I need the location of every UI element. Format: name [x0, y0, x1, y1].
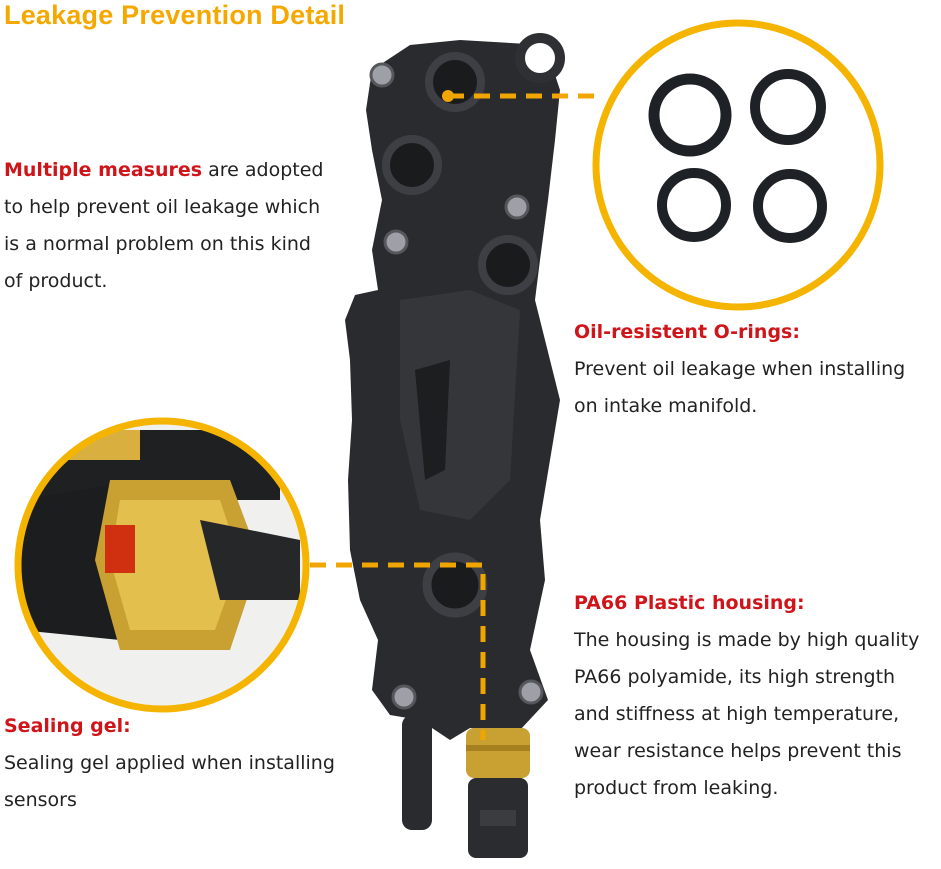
housing-line-2: PA66 polyamide, its high strength: [574, 666, 896, 688]
o-ring-icon: [648, 73, 732, 157]
o-ring-icon: [750, 69, 826, 145]
multiple-measures-line-4: of product.: [4, 270, 108, 292]
housing-text: PA66 Plastic housing: The housing is mad…: [574, 585, 919, 807]
o-rings-line-2: on intake manifold.: [574, 395, 758, 417]
housing-line-1: The housing is made by high quality: [574, 629, 920, 651]
sealing-gel-line-2: sensors: [4, 789, 77, 811]
o-ring-icon: [657, 168, 731, 242]
multiple-measures-line-3: is a normal problem on this kind: [4, 233, 311, 255]
housing-heading: PA66 Plastic housing:: [574, 592, 805, 614]
multiple-measures-highlight: Multiple measures: [4, 159, 203, 181]
page-title: Leakage Prevention Detail: [4, 0, 346, 30]
o-rings-zoom-circle: [592, 19, 884, 311]
multiple-measures-line-2: to help prevent oil leakage which: [4, 196, 321, 218]
o-rings-heading: Oil-resistent O-rings:: [574, 321, 800, 343]
multiple-measures-line-1: are adopted: [202, 159, 324, 181]
sealing-gel-heading: Sealing gel:: [4, 715, 131, 737]
sealing-gel-text: Sealing gel: Sealing gel applied when in…: [4, 708, 335, 819]
leader-dot-icon: [442, 90, 454, 102]
multiple-measures-text: Multiple measures are adopted to help pr…: [4, 152, 323, 300]
product-housing: [345, 33, 565, 858]
leader-line-sensor: [310, 562, 486, 740]
housing-line-3: and stiffness at high temperature,: [574, 703, 900, 725]
housing-line-4: wear resistance helps prevent this: [574, 740, 902, 762]
o-rings-line-1: Prevent oil leakage when installing: [574, 358, 906, 380]
dashed-leader-lines: [310, 93, 600, 740]
housing-line-5: product from leaking.: [574, 777, 779, 799]
o-rings-text: Oil-resistent O-rings: Prevent oil leaka…: [574, 314, 905, 425]
sealing-gel-line-1: Sealing gel applied when installing: [4, 752, 335, 774]
sealing-gel-zoom-circle: [14, 417, 310, 713]
o-ring-icon: [753, 169, 827, 243]
